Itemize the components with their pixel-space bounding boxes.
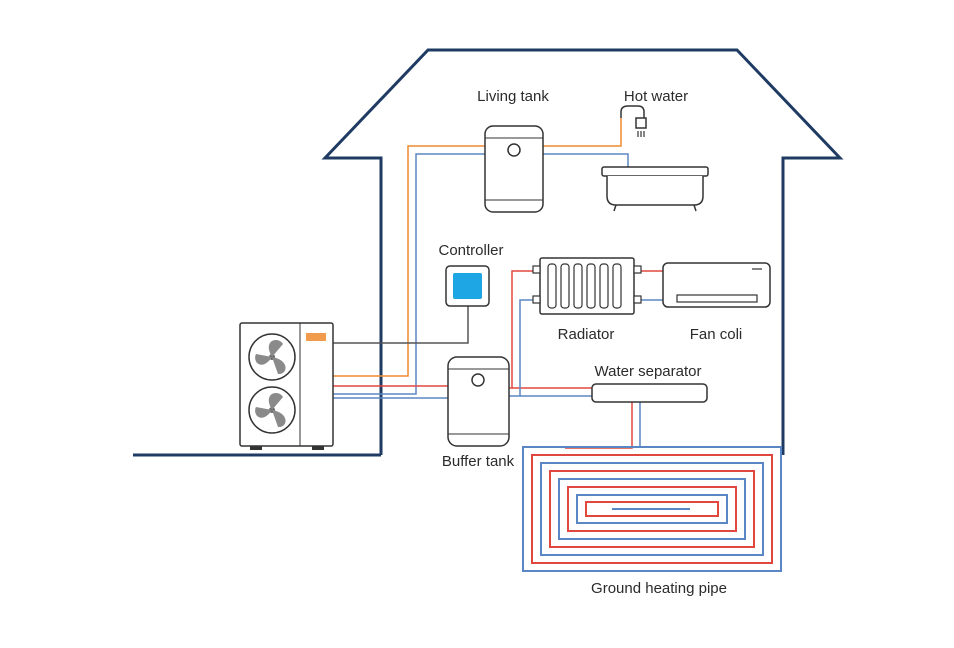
fan-icon-top [248,333,296,381]
controller-label: Controller [438,242,503,259]
radiator-icon [532,257,642,315]
fan-coil-icon [662,262,771,308]
heat-pump-unit-icon [239,322,334,450]
hot-water-label: Hot water [624,88,688,105]
ground-heating-pipe-label: Ground heating pipe [591,580,727,597]
buffer-tank-icon [447,356,510,447]
floor-heating-coil-icon [522,446,782,572]
fan-icon-bottom [248,386,296,434]
controller-icon [445,265,490,307]
living-tank-label: Living tank [477,88,549,105]
buffer-tank-label: Buffer tank [442,453,515,470]
brand-logo [306,333,326,341]
bathtub-icon [601,105,709,212]
water-separator-label: Water separator [595,363,702,380]
controller-wire [333,306,469,344]
water-separator-icon [591,383,708,403]
controller-screen [453,273,482,299]
fan-coil-label: Fan coli [690,326,743,343]
water-tank-icon [484,125,544,213]
radiator-label: Radiator [558,326,615,343]
domestic-hot-pipe [333,145,485,377]
domestic-cold-pipe [333,153,485,395]
house-outline [321,48,844,455]
